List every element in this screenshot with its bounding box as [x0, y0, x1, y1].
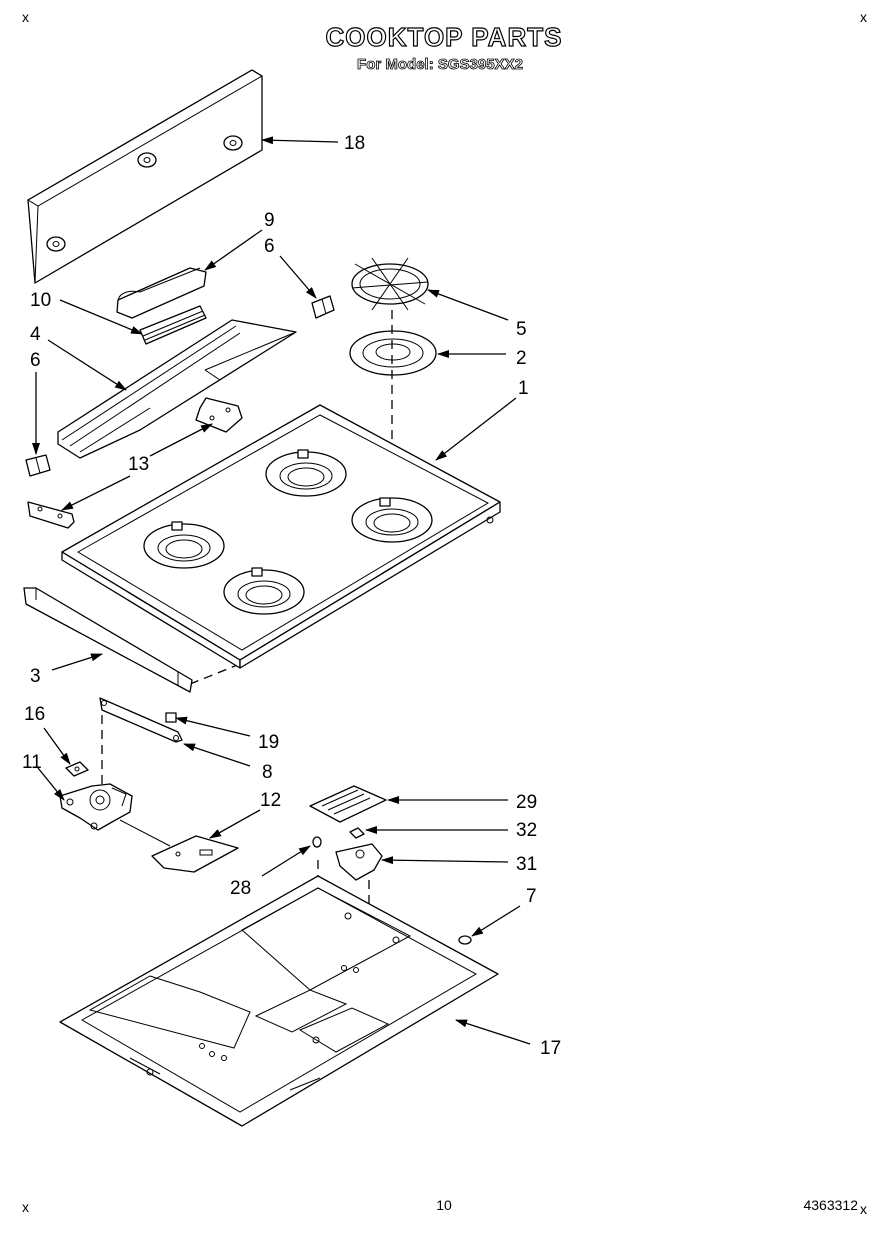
document-number: 4363312 [803, 1197, 858, 1213]
leader-8 [183, 743, 251, 767]
part-oven-vent-grille [309, 785, 387, 823]
callout-29: 29 [516, 792, 537, 813]
callout-7: 7 [526, 886, 537, 907]
callout-16: 16 [24, 704, 45, 725]
leader-4 [47, 339, 127, 391]
leader-16 [43, 727, 71, 765]
leader-13-lower [61, 475, 131, 511]
burner-well [351, 497, 433, 543]
callout-10: 10 [30, 290, 51, 311]
corner-mark-bottom-left: x [22, 1199, 29, 1215]
leader-3 [51, 653, 103, 671]
page-title: COOKTOP PARTS [326, 22, 563, 52]
part-bracket-right [311, 295, 335, 319]
corner-mark-top-right: x [860, 9, 867, 25]
callout-32: 32 [516, 820, 537, 841]
part-spring-clip [349, 827, 365, 839]
part-front-trim [23, 587, 193, 693]
callout-4: 4 [30, 324, 41, 345]
part-deflector-bracket [335, 843, 383, 881]
callout-9: 9 [264, 210, 275, 231]
leader-10 [59, 299, 143, 335]
corner-mark-top-left: x [22, 9, 29, 25]
corner-mark-bottom-right: x [860, 1201, 867, 1217]
part-nut [458, 935, 472, 945]
part-burner-bowl [349, 330, 437, 376]
part-support-bracket [195, 397, 243, 433]
part-vent-grille [139, 305, 207, 345]
part-burner-base [59, 875, 499, 1127]
knob-hole [137, 152, 157, 168]
knob-hole [223, 135, 243, 151]
burner-well [143, 521, 225, 569]
part-support-bracket [27, 501, 75, 529]
part-grate [351, 257, 429, 311]
callout-28: 28 [230, 878, 251, 899]
part-burner-box [57, 319, 297, 459]
part-bracket-left [25, 454, 51, 477]
leader-9 [204, 229, 263, 271]
callout-5: 5 [516, 319, 527, 340]
part-cooktop [61, 404, 501, 669]
leader-11 [37, 767, 65, 801]
callout-19: 19 [258, 732, 279, 753]
part-valve [59, 783, 133, 831]
leader-7 [471, 905, 521, 937]
part-backguard [27, 69, 263, 284]
leader-18 [261, 136, 339, 145]
page-number: 10 [436, 1197, 452, 1213]
leader-13-upper [149, 423, 213, 457]
part-vent-cover [116, 267, 207, 319]
burner-well [223, 567, 305, 615]
callout-31: 31 [516, 854, 537, 875]
leader-5 [427, 289, 509, 321]
callout-11: 11 [22, 752, 42, 773]
leader-6-right [279, 255, 317, 299]
callout-13: 13 [128, 454, 149, 475]
burner-well [265, 449, 347, 497]
callout-17: 17 [540, 1038, 561, 1059]
part-valve-bracket [99, 697, 183, 743]
part-gasket [65, 761, 89, 777]
leader-17 [455, 1019, 531, 1045]
valve-connector [119, 819, 171, 847]
callout-8: 8 [262, 762, 273, 783]
leader-12 [209, 809, 261, 839]
callout-6-left: 6 [30, 350, 41, 371]
callout-2: 2 [516, 348, 527, 369]
leader-19 [175, 716, 251, 737]
callout-3: 3 [30, 666, 41, 687]
callout-12: 12 [260, 790, 281, 811]
leader-1 [435, 397, 517, 461]
leader-28 [261, 845, 311, 877]
callout-6-right: 6 [264, 236, 275, 257]
knob-hole [46, 236, 66, 252]
part-clip [165, 712, 177, 723]
model-subtitle: For Model: SGS395XX2 [357, 56, 523, 73]
callout-1: 1 [518, 378, 529, 399]
part-screw [312, 836, 322, 848]
leader-31 [381, 856, 509, 865]
callout-18: 18 [344, 133, 365, 154]
part-mounting-bracket [151, 835, 239, 873]
